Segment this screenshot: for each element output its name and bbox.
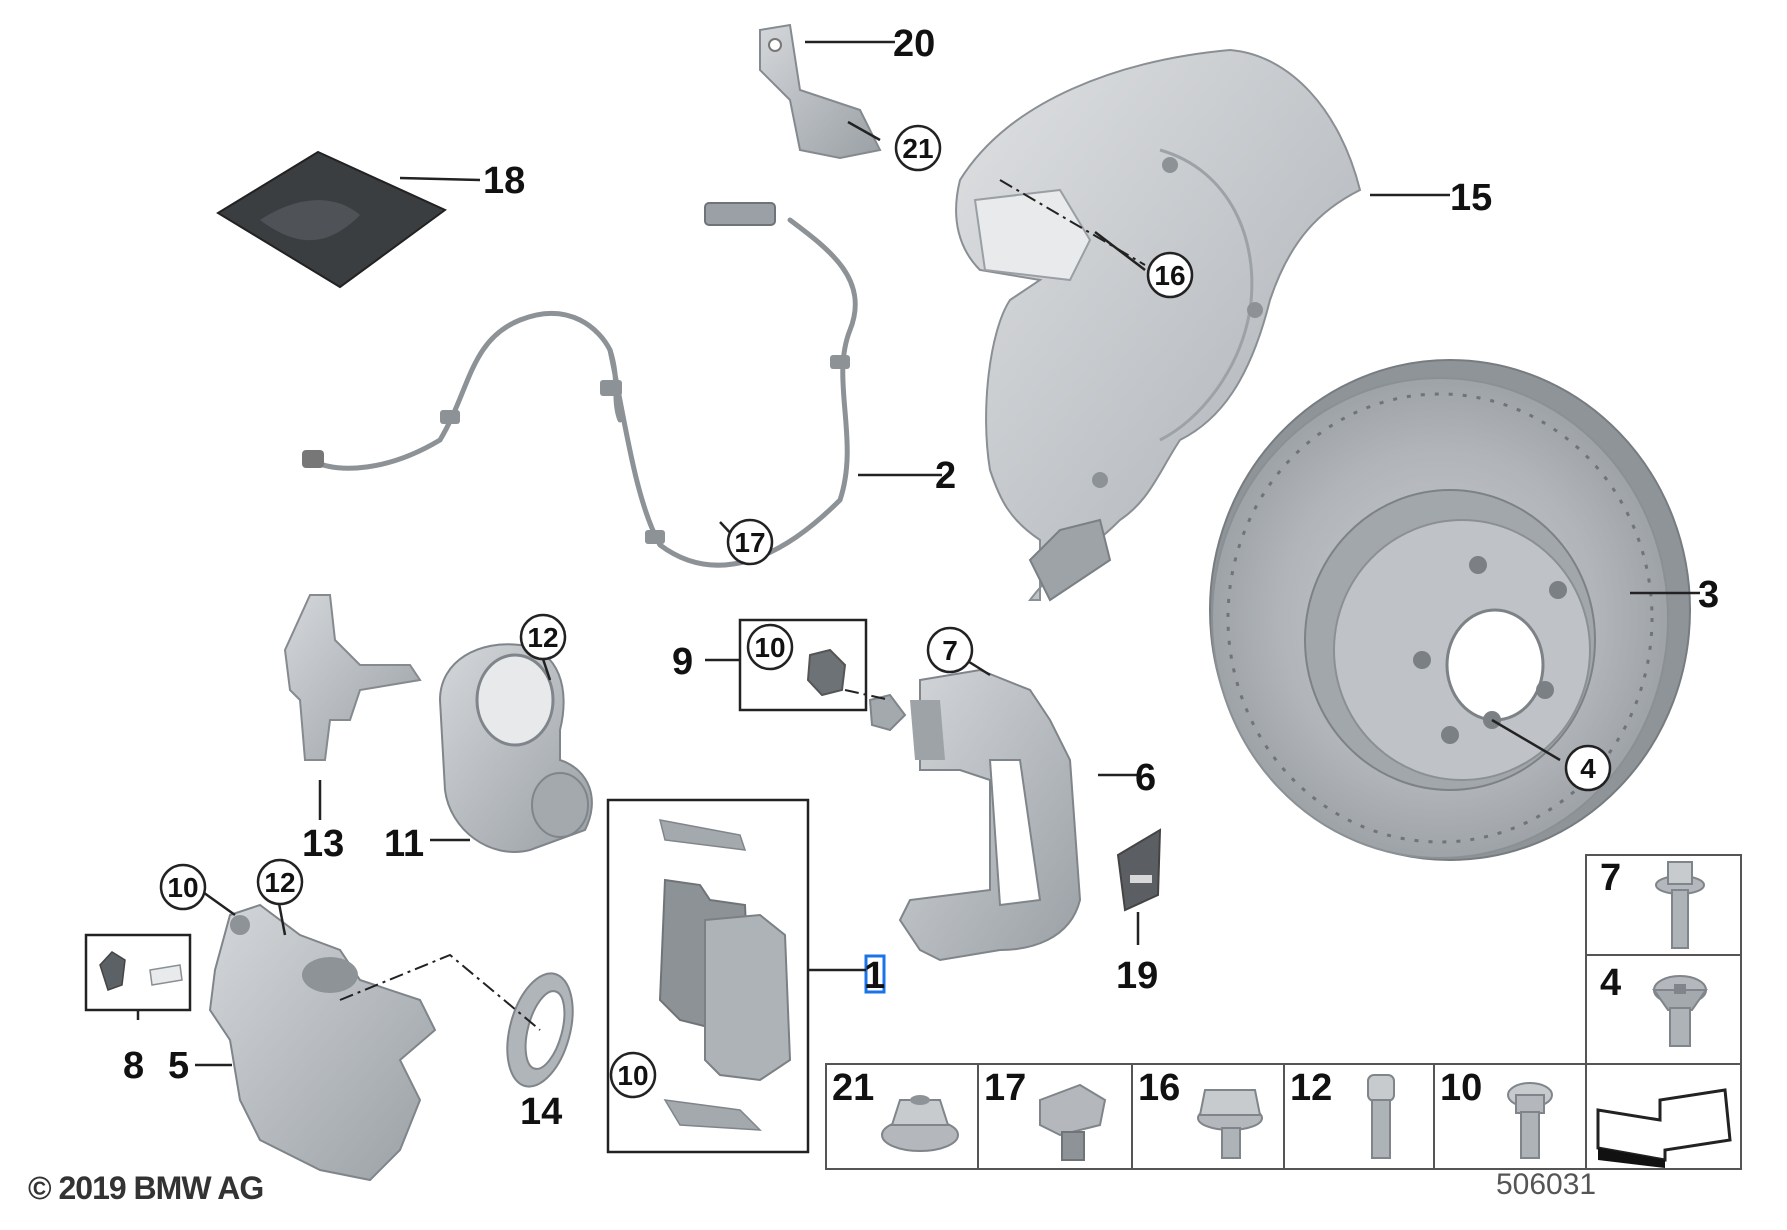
legend-label-7: 7 [1600,857,1621,899]
callout-11: 11 [384,823,424,865]
torx-bolt-icon [1507,1082,1553,1159]
flange-bolt-icon [1655,861,1705,949]
leader-lines [136,40,1700,1067]
callout-10-pads: 10 [617,1060,648,1091]
hex-bolt-icon [1197,1089,1263,1159]
callout-5: 5 [168,1045,189,1087]
callout-3: 3 [1698,574,1719,616]
callout-4: 4 [1580,753,1596,784]
callout-13: 13 [302,823,344,865]
arrow-icon[interactable] [1596,1088,1732,1168]
callout-2: 2 [935,455,956,497]
diagram-id-text: 506031 [1496,1168,1597,1201]
socket-screw-icon [1367,1074,1395,1159]
callout-8: 8 [123,1045,144,1087]
clip-icon [1039,1083,1107,1161]
brake-pads-part [606,798,886,1154]
caliper-carrier-part [898,668,1082,962]
callout-21: 21 [902,133,933,164]
fastener-legend: 7 4 21 17 16 12 10 [825,854,1742,1170]
flange-nut-icon [881,1095,959,1152]
callout-20: 20 [893,23,935,65]
legend-label-17: 17 [984,1067,1026,1109]
brake-caliper-part [208,903,437,1182]
callout-19: 19 [1116,955,1158,997]
callout-7: 7 [942,635,958,666]
callout-9: 9 [672,641,693,683]
grease-packet-part [216,150,447,289]
parking-brake-motor-part [438,643,593,853]
bracket-part-13 [283,594,422,761]
callout-12-caliper: 12 [264,867,295,898]
callout-16: 16 [1154,260,1185,291]
legend-label-4: 4 [1600,962,1621,1004]
callout-14: 14 [520,1091,562,1133]
callout-10-caliper: 10 [167,872,198,903]
sticker-part [1116,828,1162,912]
callouts: 20 18 15 2 3 6 9 13 11 8 5 14 19 1 [123,23,1719,1133]
callout-15: 15 [1450,177,1492,219]
legend-label-16: 16 [1138,1067,1180,1109]
brake-disc-part [1209,359,1691,861]
callout-6: 6 [1135,757,1156,799]
countersunk-screw-icon [1652,975,1708,1047]
legend-label-10: 10 [1440,1067,1482,1109]
callout-1[interactable]: 1 [864,955,885,997]
callout-10-kit: 10 [754,632,785,663]
legend-label-21: 21 [832,1067,874,1109]
wear-sensor-cable-part [302,202,858,568]
bleed-valve-kit-part [84,933,192,1012]
callout-18: 18 [483,160,525,202]
circled-callouts: 21 16 17 4 7 10 12 10 12 10 [159,124,1612,1099]
bracket-part-20 [759,23,882,160]
callout-17: 17 [734,527,765,558]
callout-12-motor: 12 [527,622,558,653]
copyright-text: © 2019 BMW AG [28,1170,264,1206]
guide-pin-kit-part [738,618,907,732]
legend-label-12: 12 [1290,1067,1332,1109]
brake-shield-part [955,48,1362,602]
selected-callout-highlight [864,954,886,994]
